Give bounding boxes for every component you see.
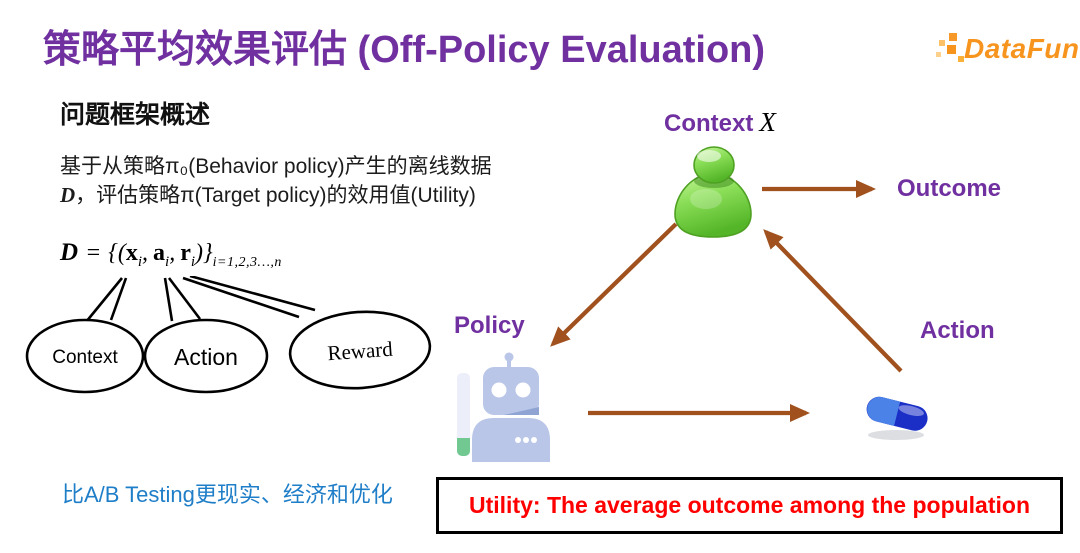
formula-a: a	[153, 240, 166, 266]
callout-bubbles-diagram: Context Action Reward	[25, 276, 432, 394]
formula-equals: =	[85, 240, 102, 266]
datafun-logo: DataFun .	[936, 28, 1080, 70]
context-bubble-label: Context	[52, 347, 118, 368]
formula-range-subscript: i=1,2,3…,n	[212, 254, 282, 270]
formula-close: )}	[195, 240, 213, 266]
arrow-context-to-policy	[550, 222, 678, 347]
robot-icon	[457, 352, 550, 462]
logo-pixel-icon	[936, 28, 964, 70]
problem-line-2-text: ，评估策略π(Target policy)的效用值(Utility)	[75, 184, 476, 207]
outcome-label: Outcome	[897, 175, 1002, 202]
problem-line-1: 基于从策略π₀(Behavior policy)产生的离线数据	[60, 155, 492, 178]
page-title: 策略平均效果评估 (Off-Policy Evaluation)	[43, 29, 766, 71]
ab-testing-note: 比A/B Testing更现实、经济和优化	[62, 482, 393, 507]
action-bubble	[143, 318, 269, 394]
reward-callout-tail	[189, 276, 316, 312]
action-callout-tail	[163, 277, 174, 322]
context-variable-x: X	[759, 107, 776, 137]
formula-a-sub: i	[165, 253, 170, 270]
action-bubble-label: Action	[174, 344, 238, 370]
policy-label: Policy	[454, 312, 525, 339]
formula-x-sub: i	[137, 253, 143, 270]
problem-line-2: D，评估策略π(Target policy)的效用值(Utility)	[60, 181, 492, 210]
person-icon	[674, 146, 752, 238]
context-callout-tail	[109, 277, 128, 321]
utility-definition-text: Utility: The average outcome among the p…	[469, 492, 1030, 518]
reward-callout-tail	[182, 276, 300, 319]
utility-definition-box: Utility: The average outcome among the p…	[436, 477, 1063, 534]
context-bubble	[25, 318, 145, 394]
reward-bubble-label: Reward	[327, 337, 394, 366]
formula-comma: ,	[169, 240, 176, 266]
action-callout-tail	[167, 277, 202, 320]
dataset-formula: D={(xi,ai,ri)}i=1,2,3…,n	[60, 239, 282, 271]
problem-description: 基于从策略π₀(Behavior policy)产生的离线数据 D，评估策略π(…	[60, 152, 492, 210]
pill-capsule-icon	[866, 396, 928, 440]
formula-open: {(	[108, 240, 126, 266]
formula-comma: ,	[142, 240, 149, 266]
reward-bubble	[288, 310, 432, 390]
formula-dataset-symbol: D	[60, 239, 79, 266]
formula-r: r	[180, 240, 191, 266]
arrow-action-to-context	[763, 229, 903, 373]
context-label-text: Context	[664, 110, 754, 137]
section-heading: 问题框架概述	[60, 101, 211, 129]
formula-r-sub: i	[190, 253, 196, 270]
dataset-symbol: D	[60, 183, 76, 207]
context-callout-tail	[84, 277, 124, 323]
logo-brand-text: DataFun	[964, 33, 1080, 64]
formula-x: x	[125, 240, 138, 266]
action-label: Action	[920, 317, 995, 344]
